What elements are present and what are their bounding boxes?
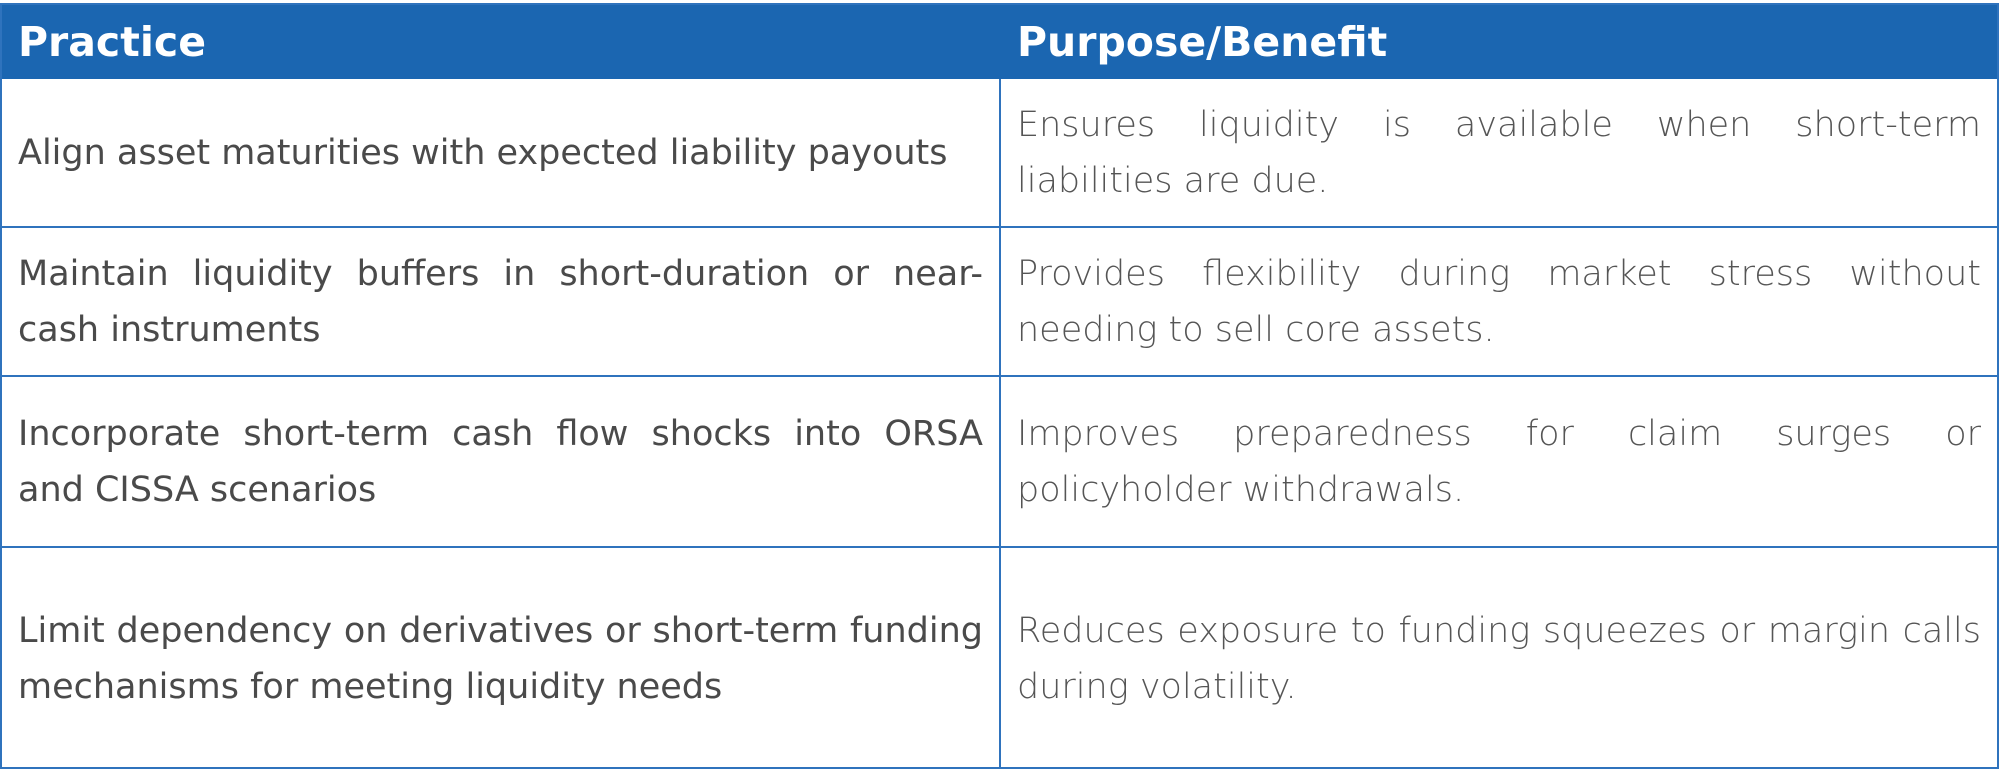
practice-cell: Incorporate short-term cash flow shocks … [2, 377, 999, 546]
benefit-cell: Ensures liquidity is available when shor… [1001, 79, 1997, 226]
practice-cell: Limit dependency on derivatives or short… [2, 548, 999, 769]
practice-text: Maintain liquidity buffers in short-dura… [18, 253, 983, 350]
practice-text: Align asset maturities with expected lia… [18, 132, 948, 173]
table-header-row: Practice Purpose/Benefit [2, 5, 1997, 79]
benefit-cell: Improves preparedness for claim surges o… [1001, 377, 1997, 546]
practice-text: Incorporate short-term cash flow shocks … [18, 413, 983, 510]
benefit-text: Improves preparedness for claim surges o… [1017, 413, 1981, 510]
practices-table: Practice Purpose/Benefit Align asset mat… [0, 3, 1999, 769]
practice-cell: Align asset maturities with expected lia… [2, 79, 999, 226]
benefit-text: Provides flexibility during market stres… [1017, 253, 1981, 350]
header-purpose-benefit: Purpose/Benefit [1017, 18, 1388, 66]
practice-text: Limit dependency on derivatives or short… [18, 610, 983, 707]
benefit-text: Reduces exposure to funding squeezes or … [1017, 610, 1981, 707]
header-practice: Practice [18, 18, 207, 66]
table-row: Incorporate short-term cash flow shocks … [2, 377, 1997, 548]
benefit-cell: Reduces exposure to funding squeezes or … [1001, 548, 1997, 769]
practice-cell: Maintain liquidity buffers in short-dura… [2, 228, 999, 375]
benefit-cell: Provides flexibility during market stres… [1001, 228, 1997, 375]
table-row: Align asset maturities with expected lia… [2, 79, 1997, 228]
column-divider [999, 79, 1001, 769]
table-row: Maintain liquidity buffers in short-dura… [2, 228, 1997, 377]
benefit-text: Ensures liquidity is available when shor… [1017, 104, 1981, 201]
table-row: Limit dependency on derivatives or short… [2, 548, 1997, 769]
